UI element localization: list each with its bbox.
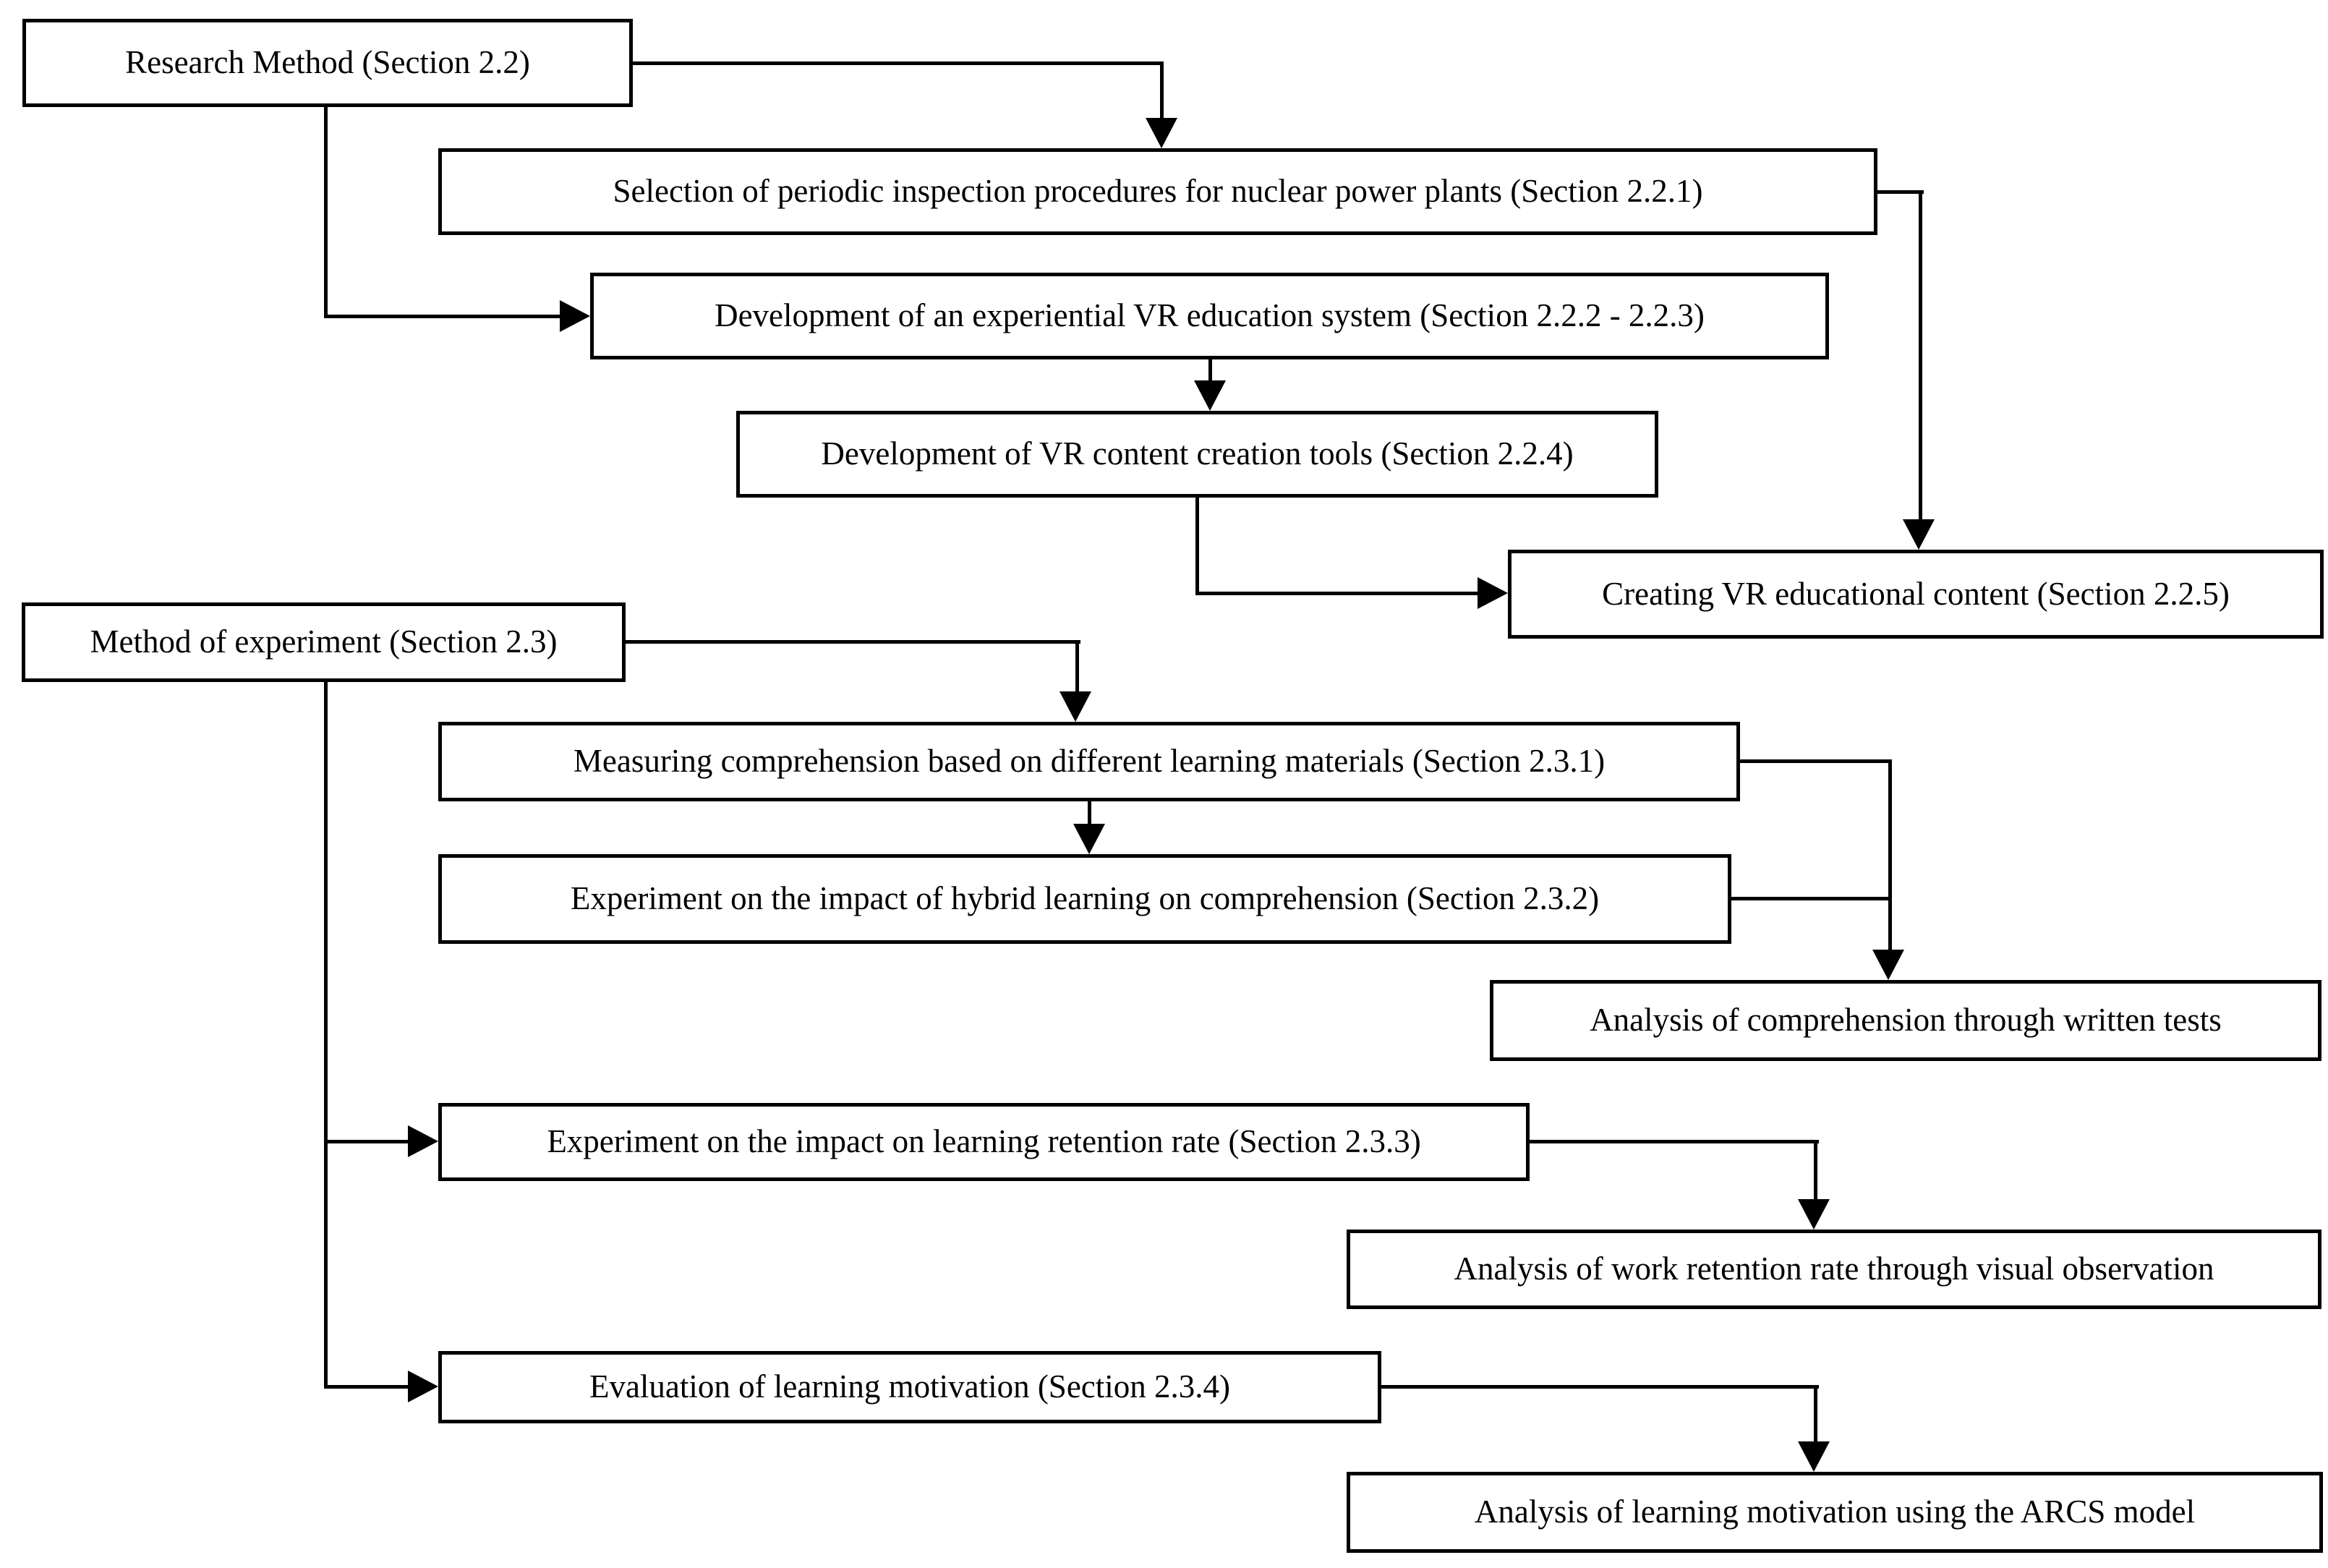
edge-moe-trunk-vline bbox=[324, 682, 328, 1389]
edge-to-analysis-comprehension-arrowhead-icon bbox=[1872, 950, 1904, 980]
node-evaluation-motivation: Evaluation of learning motivation (Secti… bbox=[438, 1351, 1381, 1423]
edge-to-analysis-comprehension-vline bbox=[1888, 759, 1892, 950]
node-experiment-retention: Experiment on the impact on learning ret… bbox=[438, 1103, 1530, 1181]
node-experiment-hybrid: Experiment on the impact of hybrid learn… bbox=[438, 854, 1731, 944]
edge-measuring-to-analysis-hline bbox=[1740, 759, 1892, 763]
edge-retention-to-analysis-vline bbox=[1814, 1140, 1817, 1199]
edge-tools-to-content-hline bbox=[1195, 592, 1478, 595]
edge-rm-to-selection-arrowhead-icon bbox=[1146, 118, 1177, 148]
edge-moe-to-evaluation-arrowhead-icon bbox=[408, 1371, 438, 1402]
edge-rm-to-selection-vline bbox=[1160, 61, 1164, 118]
edge-moe-to-measuring-vline bbox=[1075, 640, 1079, 691]
node-development-creation-tools: Development of VR content creation tools… bbox=[736, 411, 1658, 498]
edge-moe-to-retention-hline bbox=[324, 1140, 408, 1143]
edge-evaluation-to-arcs-arrowhead-icon bbox=[1798, 1441, 1830, 1472]
edge-selection-to-content-vline bbox=[1919, 190, 1922, 519]
node-method-of-experiment: Method of experiment (Section 2.3) bbox=[22, 602, 626, 682]
edge-moe-to-measuring-hline bbox=[626, 640, 1080, 644]
edge-selection-to-content-hline bbox=[1877, 190, 1924, 194]
edge-rm-to-selection-hline bbox=[633, 61, 1164, 65]
edge-vrsystem-to-tools-arrowhead-icon bbox=[1194, 380, 1226, 411]
edge-rm-to-vrsystem-arrowhead-icon bbox=[560, 300, 590, 332]
edge-rm-to-vrsystem-vline bbox=[324, 107, 328, 318]
edge-measuring-to-hybrid-vline bbox=[1088, 801, 1091, 824]
edge-hybrid-to-analysis-hline bbox=[1731, 897, 1892, 900]
node-selection-procedures: Selection of periodic inspection procedu… bbox=[438, 148, 1877, 235]
node-analysis-work-retention: Analysis of work retention rate through … bbox=[1347, 1230, 2321, 1309]
node-development-vr-system: Development of an experiential VR educat… bbox=[590, 273, 1829, 359]
edge-tools-to-content-arrowhead-icon bbox=[1478, 577, 1508, 609]
edge-tools-to-content-vline bbox=[1195, 498, 1199, 595]
edge-selection-to-content-arrowhead-icon bbox=[1903, 519, 1935, 550]
edge-vrsystem-to-tools-vline bbox=[1208, 359, 1212, 380]
edge-measuring-to-hybrid-arrowhead-icon bbox=[1073, 824, 1105, 854]
edge-moe-to-evaluation-hline bbox=[324, 1385, 408, 1389]
edge-moe-to-retention-arrowhead-icon bbox=[408, 1125, 438, 1157]
node-creating-vr-content: Creating VR educational content (Section… bbox=[1508, 550, 2324, 639]
node-analysis-motivation-arcs: Analysis of learning motivation using th… bbox=[1347, 1472, 2323, 1553]
edge-moe-to-measuring-arrowhead-icon bbox=[1059, 691, 1091, 722]
edge-rm-to-vrsystem-hline bbox=[324, 315, 560, 318]
edge-evaluation-to-arcs-vline bbox=[1814, 1385, 1817, 1441]
node-analysis-comprehension: Analysis of comprehension through writte… bbox=[1490, 980, 2321, 1061]
node-measuring-comprehension: Measuring comprehension based on differe… bbox=[438, 722, 1740, 801]
edge-retention-to-analysis-hline bbox=[1530, 1140, 1819, 1143]
edge-retention-to-analysis-arrowhead-icon bbox=[1798, 1199, 1830, 1230]
node-research-method: Research Method (Section 2.2) bbox=[22, 19, 633, 107]
edge-evaluation-to-arcs-hline bbox=[1381, 1385, 1819, 1389]
